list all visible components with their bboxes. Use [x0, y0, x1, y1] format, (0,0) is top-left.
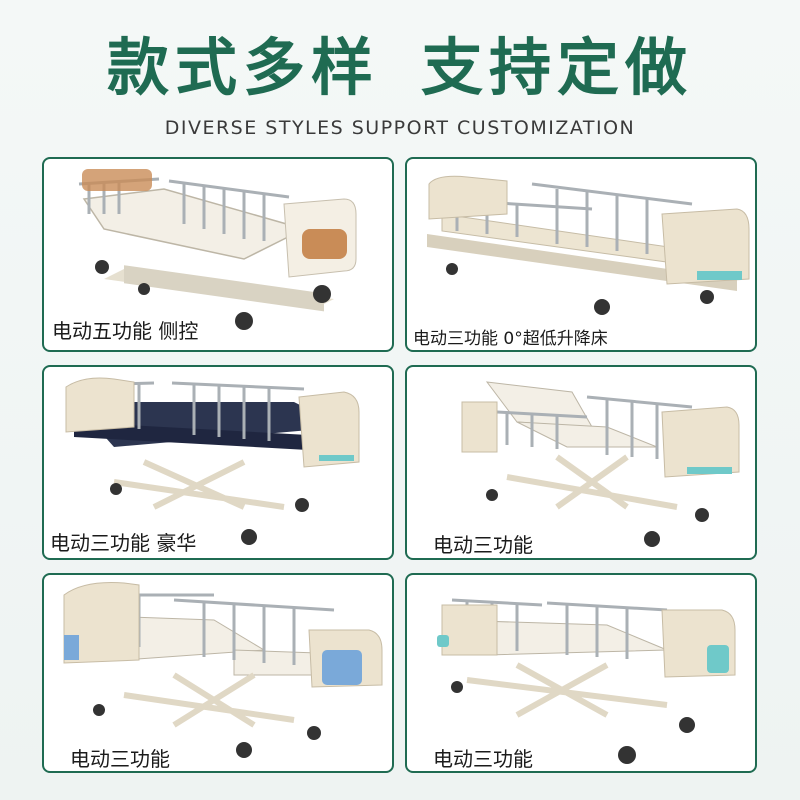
product-card-five-function[interactable]: 电动五功能 侧控 [42, 157, 394, 352]
product-card-three-function-c[interactable]: 电动三功能 [405, 573, 757, 773]
hospital-bed-icon [78, 169, 357, 330]
page-title: 款式多样支持定做 [0, 30, 800, 106]
hospital-bed-icon [437, 598, 736, 764]
page-subtitle: DIVERSE STYLES SUPPORT CUSTOMIZATION [164, 117, 636, 139]
caster-wheel-icon [95, 260, 331, 330]
product-label: 电动三功能 豪华 [50, 531, 197, 555]
hospital-bed-icon [461, 381, 740, 547]
hospital-bed-icon [63, 582, 383, 758]
product-label: 电动三功能 [433, 747, 533, 771]
product-card-deluxe[interactable]: 电动三功能 豪华 [42, 365, 394, 560]
hospital-bed-icon [427, 175, 750, 315]
product-label: 电动五功能 侧控 [52, 319, 199, 343]
title-part-customization: 支持定做 [421, 31, 694, 104]
title-part-styles: 款式多样 [106, 31, 379, 104]
product-label: 电动三功能 0°超低升降床 [413, 329, 608, 349]
product-card-ultra-low-bed[interactable]: 电动三功能 0°超低升降床 [405, 157, 757, 352]
hospital-bed-icon [65, 377, 360, 545]
product-card-three-function-a[interactable]: 电动三功能 [405, 365, 757, 560]
side-rail-icon [496, 395, 693, 459]
product-card-three-function-b[interactable]: 电动三功能 [42, 573, 394, 773]
product-label: 电动三功能 [433, 533, 533, 557]
product-label: 电动三功能 [70, 747, 170, 771]
